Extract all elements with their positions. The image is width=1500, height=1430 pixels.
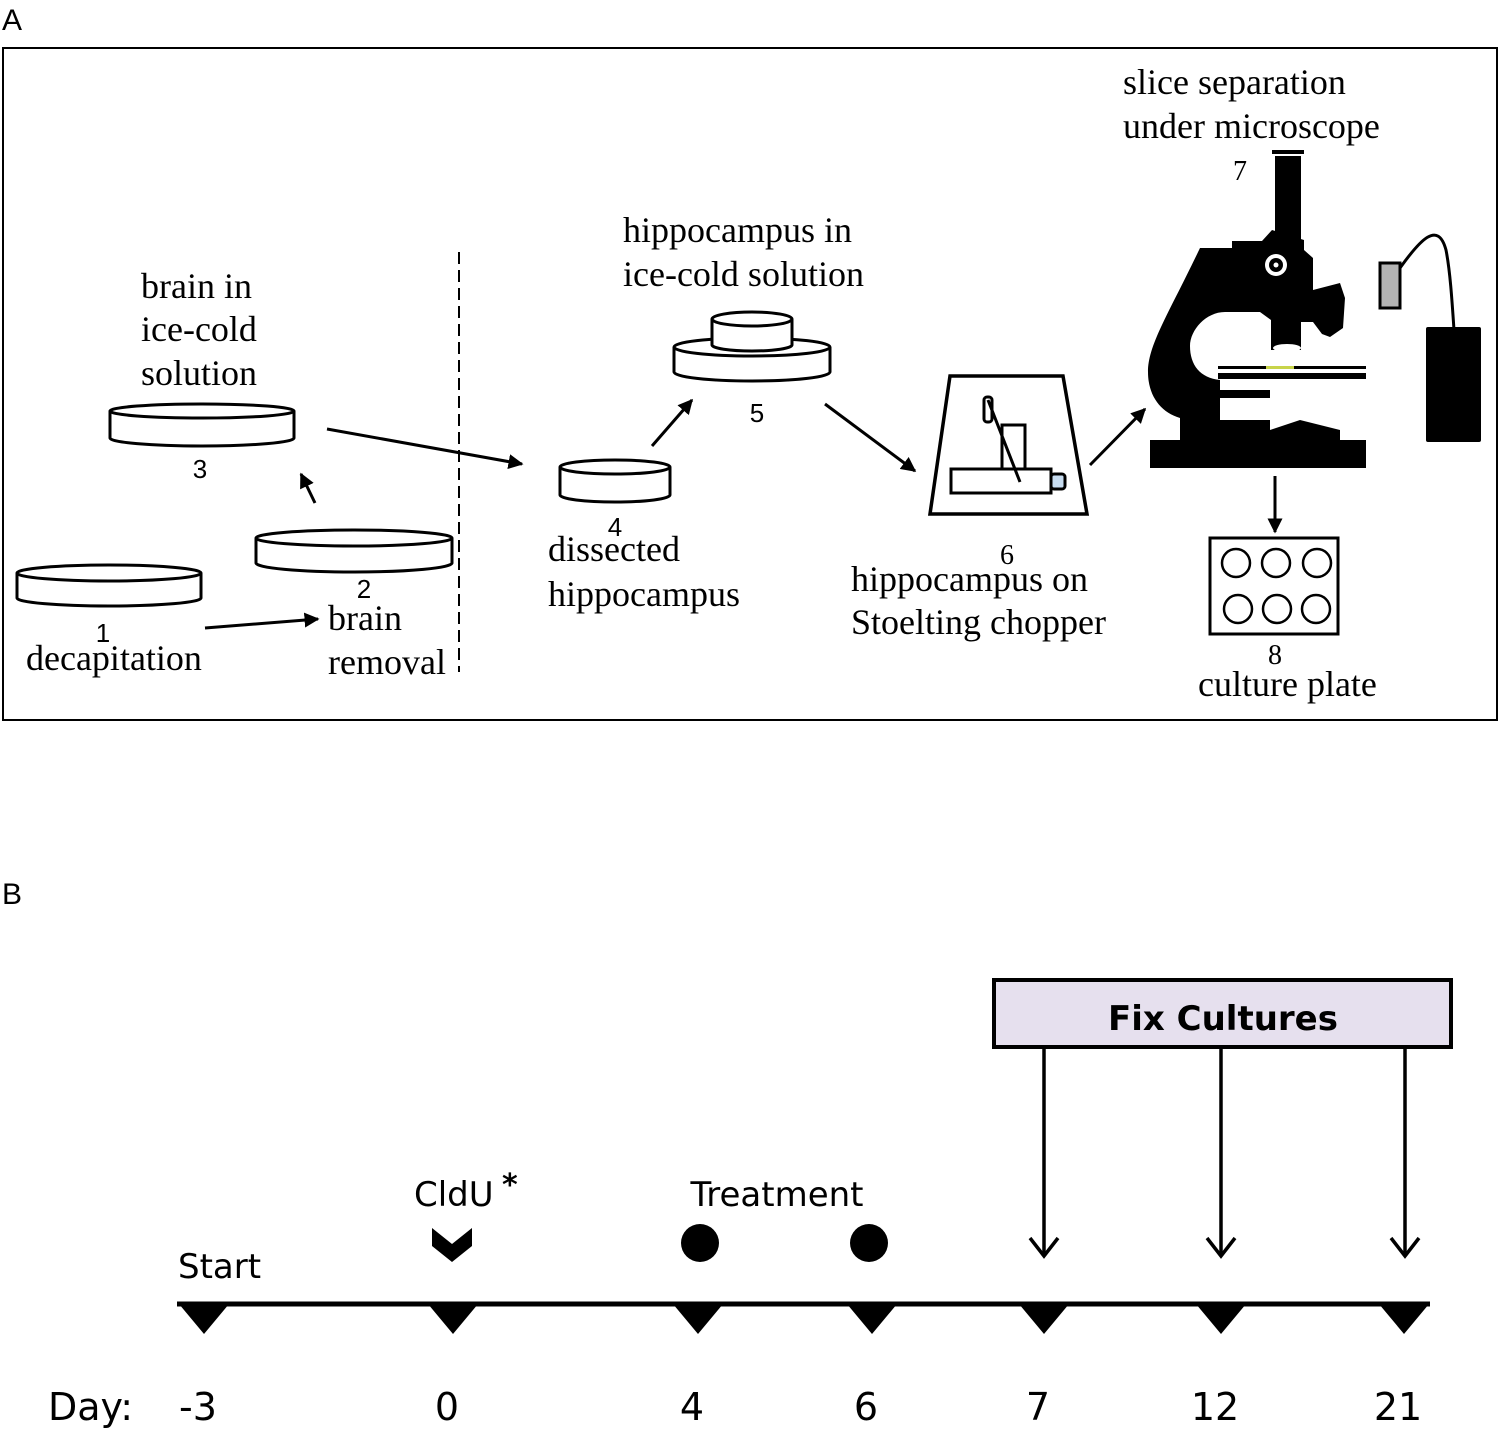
day-label-12: 12 xyxy=(1191,1385,1239,1429)
step-1-number: 1 xyxy=(96,618,110,648)
timeline-tick-day-4 xyxy=(673,1304,723,1334)
arrow-1-to-2 xyxy=(204,612,320,630)
step-2-caption-line2: removal xyxy=(328,642,446,682)
fix-arrowhead-day-12 xyxy=(1205,1236,1237,1259)
step-4-number: 4 xyxy=(608,512,622,542)
dish-2-icon xyxy=(254,528,454,574)
step-5-caption-line1: hippocampus in xyxy=(623,210,852,250)
fix-arrowhead-day-21 xyxy=(1389,1236,1421,1259)
day-label--3: -3 xyxy=(179,1385,217,1429)
arrow-6-to-7 xyxy=(1088,407,1147,467)
day-label-6: 6 xyxy=(854,1385,878,1429)
step-4-caption-line2: hippocampus xyxy=(548,574,740,614)
day-label-0: 0 xyxy=(435,1385,459,1429)
step-7-number: 7 xyxy=(1233,156,1247,187)
treatment-dot-day-4 xyxy=(681,1224,719,1262)
timeline-tick-day-21 xyxy=(1379,1304,1429,1334)
step-2-number: 2 xyxy=(357,574,371,604)
day-label-21: 21 xyxy=(1374,1385,1422,1429)
day-label-4: 4 xyxy=(680,1385,704,1429)
panel-b-label: B xyxy=(2,878,22,911)
panel-a-frame xyxy=(2,47,1498,721)
step-6-caption-line2: Stoelting chopper xyxy=(851,602,1106,642)
timeline-tick-day-7 xyxy=(1019,1304,1069,1334)
timeline-tick-day-6 xyxy=(847,1304,897,1334)
step-4-caption-line1: dissected xyxy=(548,529,680,569)
dish-1-icon xyxy=(15,563,203,608)
fix-arrowhead-day-7 xyxy=(1028,1236,1060,1259)
arrow-3-to-4 xyxy=(326,427,524,469)
treatment-dot-day-6 xyxy=(850,1224,888,1262)
culture-plate-icon xyxy=(1208,536,1340,636)
cldu-chevron-icon xyxy=(432,1228,472,1262)
step-7-caption-line1: slice separation xyxy=(1123,62,1346,102)
panel-a-label: A xyxy=(2,4,22,37)
step-3-caption-line3: solution xyxy=(141,353,257,393)
step-8-number: 8 xyxy=(1268,640,1282,671)
step-6-caption-line1: hippocampus on xyxy=(851,559,1088,599)
timeline-ticks xyxy=(179,1304,1429,1334)
step-6-number: 6 xyxy=(1000,540,1014,571)
fix-cultures-label: Fix Cultures xyxy=(1108,999,1338,1039)
step-3-number: 3 xyxy=(193,454,207,484)
timeline-tick-day-0 xyxy=(428,1304,478,1334)
dish-3-icon xyxy=(108,402,296,448)
chopper-icon xyxy=(927,374,1090,516)
treatment-label: Treatment xyxy=(689,1175,863,1215)
arrow-4-to-5 xyxy=(650,398,694,447)
step-3-caption-line2: ice-cold xyxy=(141,309,257,349)
day-label-7: 7 xyxy=(1026,1385,1050,1429)
step-8-caption: culture plate xyxy=(1198,664,1377,704)
dish-4-icon xyxy=(558,458,672,504)
arrow-5-to-6 xyxy=(824,402,917,473)
timeline-tick-day-12 xyxy=(1196,1304,1246,1334)
start-label: Start xyxy=(178,1247,261,1287)
step-1-caption: decapitation xyxy=(26,638,202,678)
timeline-tick-day--3 xyxy=(179,1304,229,1334)
dish-5-icon xyxy=(672,310,832,383)
cldu-label: CldU xyxy=(414,1175,494,1215)
arrow-2-to-3 xyxy=(299,472,317,504)
step-5-caption-line2: ice-cold solution xyxy=(623,254,864,294)
step-2-caption-line1: brain xyxy=(328,598,402,638)
day-axis-label: Day: xyxy=(48,1385,133,1429)
step-3-caption-line1: brain in xyxy=(141,266,252,306)
microscope-icon xyxy=(1148,150,1481,468)
cldu-asterisk: * xyxy=(502,1168,518,1203)
step-5-number: 5 xyxy=(750,398,764,428)
day-labels: -3 0 4 6 7 12 21 xyxy=(179,1385,1422,1429)
step-7-caption-line2: under microscope xyxy=(1123,106,1380,146)
